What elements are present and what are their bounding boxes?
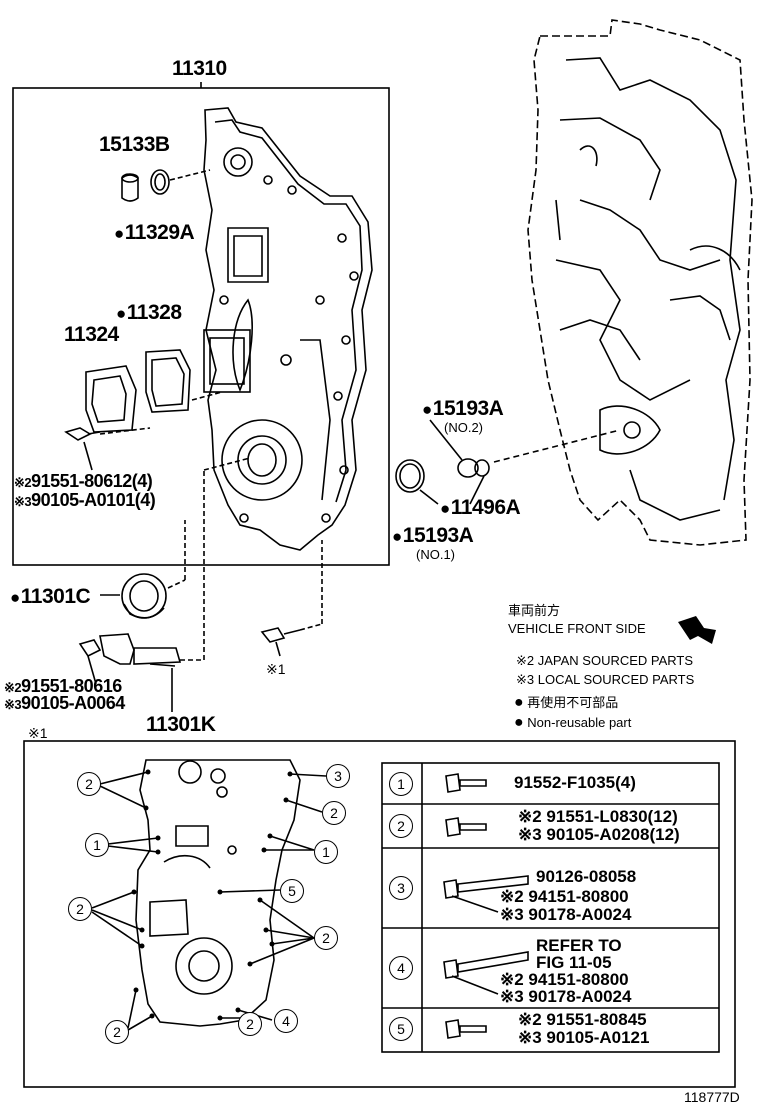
vehicle-front-en: VEHICLE FRONT SIDE (508, 621, 646, 636)
engine-block-outline (527, 19, 753, 546)
legend-local-sourced: ※3 LOCAL SOURCED PARTS (516, 672, 695, 687)
bolt-label-local-a0064: ※390105-A0064 (4, 693, 125, 713)
table-row-4-line-3: ※2 94151-80800 (500, 970, 629, 989)
callout-4: 4 (274, 1009, 298, 1033)
callout-1: 1 (314, 840, 338, 864)
part-label-11324: 11324 (64, 323, 119, 346)
table-row-3-line-1: 90126-08058 (536, 867, 637, 886)
bolt-label-local-a0101: ※390105-A0101(4) (14, 490, 156, 510)
callout-5: 5 (280, 879, 304, 903)
legend-japan-sourced: ※2 JAPAN SOURCED PARTS (516, 653, 694, 668)
table-row-1-number: 1 (389, 772, 413, 796)
table-row-4-number: 4 (389, 956, 413, 980)
table-row-2-line-1: ※2 91551-L0830(12) (518, 807, 678, 826)
table-row-2-line-2: ※3 90105-A0208(12) (518, 825, 680, 844)
table-row-3-line-2: ※2 94151-80800 (500, 887, 629, 906)
timing-cover-outline (203, 107, 373, 551)
callout-2: 2 (68, 897, 92, 921)
callout-2: 2 (314, 926, 338, 950)
table-row-4-line-2: FIG 11-05 (536, 953, 612, 972)
table-row-3-line-3: ※3 90178-A0024 (500, 905, 632, 924)
table-row-4-line-1: REFER TO (536, 936, 622, 955)
legend-nonreusable-jp: ● 再使用不可部品 (514, 694, 619, 711)
legend-nonreusable-en: ● Non-reusable part (514, 714, 632, 731)
detail-title: ※1 (28, 725, 48, 741)
table-row-5-line-1: ※2 91551-80845 (518, 1010, 647, 1029)
part-label-15133b: 15133B (99, 133, 170, 156)
assembly-number: 11310 (172, 57, 227, 80)
callout-2: 2 (322, 801, 346, 825)
part-label-15193a-no1: 15193A (392, 525, 474, 546)
table-row-2-number: 2 (389, 814, 413, 838)
part-label-15193a-no2: 15193A (422, 398, 504, 419)
callout-3: 3 (326, 764, 350, 788)
callout-2: 2 (77, 772, 101, 796)
front-arrow (678, 616, 716, 644)
detail-frame (23, 740, 736, 1088)
table-row-5-line-2: ※3 90105-A0121 (518, 1028, 650, 1047)
bolt-label-jp-80612: ※291551-80612(4) (14, 471, 153, 491)
part-label-11328: 11328 (116, 302, 182, 323)
callout-2: 2 (238, 1012, 262, 1036)
figure-id: 118777D (684, 1089, 740, 1105)
part-label-11301c: 11301C (10, 586, 91, 607)
no2-label: (NO.2) (444, 420, 483, 435)
callout-2: 2 (105, 1020, 129, 1044)
callout-1: 1 (85, 833, 109, 857)
detail-ref-mark: ※1 (266, 661, 286, 677)
no1-label: (NO.1) (416, 547, 455, 562)
table-row-3-number: 3 (389, 876, 413, 900)
table-row-5-number: 5 (389, 1017, 413, 1041)
part-label-11496a: 11496A (440, 497, 521, 518)
vehicle-front-jp: 車両前方 (508, 603, 561, 618)
bolt-label-jp-80616: ※291551-80616 (4, 676, 122, 696)
part-label-11301k: 11301K (146, 713, 216, 736)
part-label-11329a: 11329A (114, 222, 195, 243)
table-row-1-line-1: 91552-F1035(4) (514, 773, 636, 792)
table-row-4-line-4: ※3 90178-A0024 (500, 987, 632, 1006)
